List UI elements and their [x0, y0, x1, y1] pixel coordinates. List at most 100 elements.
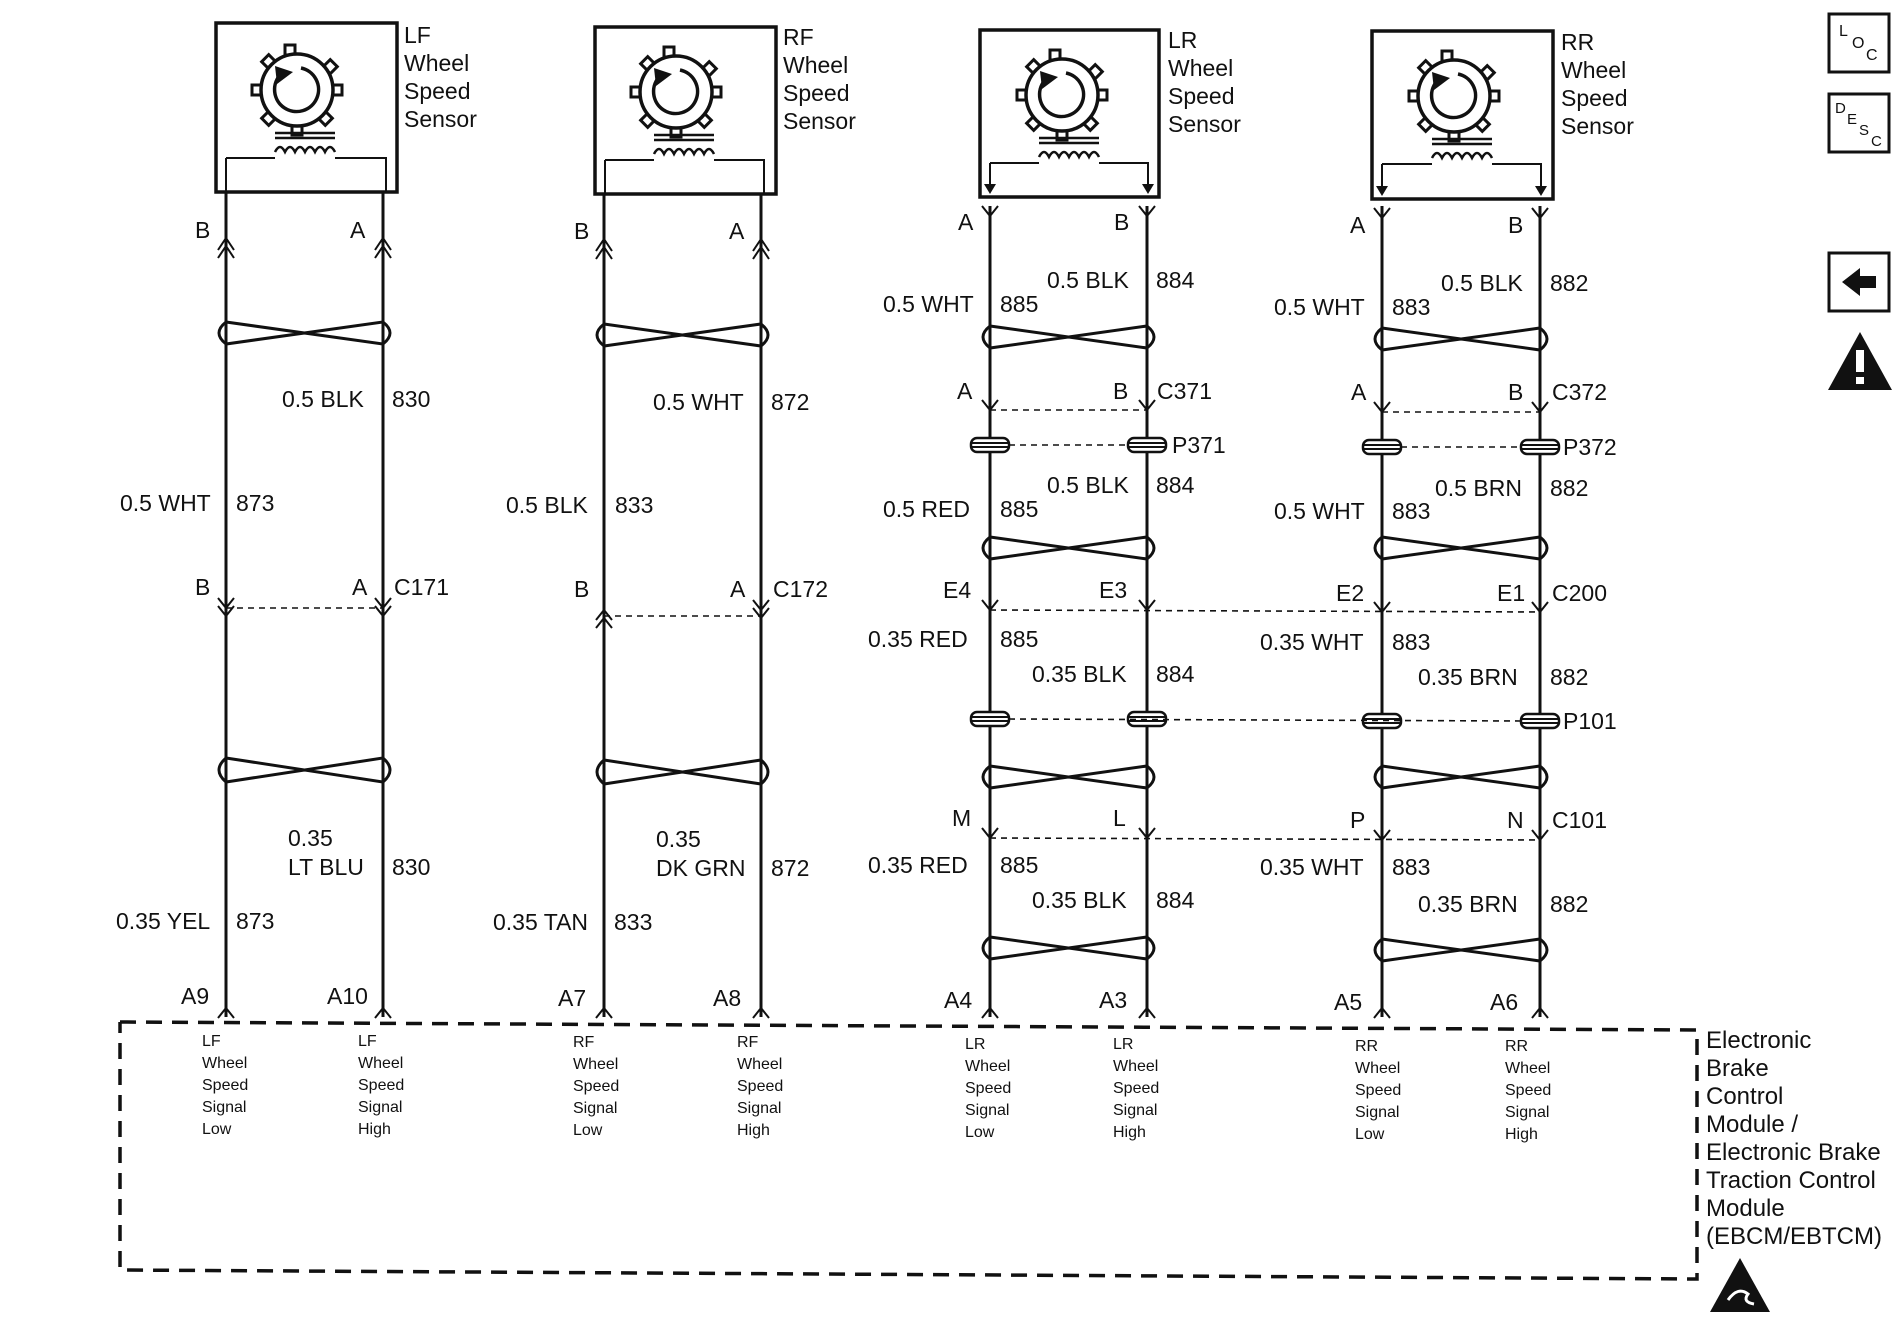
gear-sensor-icon [1015, 48, 1109, 142]
svg-text:Speed: Speed [965, 1080, 1011, 1097]
twisted-pair-icon [595, 322, 770, 348]
warning-icon[interactable] [1828, 332, 1892, 390]
svg-text:833: 833 [615, 492, 653, 518]
svg-text:C372: C372 [1552, 379, 1607, 405]
coil-icon [273, 131, 337, 154]
inline-connector-p372: P372 [1361, 434, 1617, 460]
svg-text:884: 884 [1156, 267, 1195, 293]
twisted-pair-icon [981, 324, 1156, 350]
inline-connector-p101: P101 [1008, 708, 1617, 734]
svg-text:Wheel: Wheel [1113, 1058, 1158, 1075]
back-arrow-button[interactable] [1827, 251, 1891, 313]
svg-text:882: 882 [1550, 270, 1588, 296]
svg-text:C200: C200 [1552, 580, 1607, 606]
svg-text:C172: C172 [773, 576, 828, 602]
svg-text:0.5 BLK: 0.5 BLK [1441, 270, 1523, 296]
sensor-label: RR [1561, 29, 1594, 55]
svg-text:0.5 BLK: 0.5 BLK [1047, 472, 1129, 498]
svg-text:Speed: Speed [783, 80, 850, 106]
terminal-label: B [195, 217, 210, 243]
connector-c372: A B C372 [1351, 379, 1607, 414]
svg-text:0.35 BRN: 0.35 BRN [1418, 891, 1518, 917]
desc-button[interactable]: D E S C [1827, 92, 1891, 154]
svg-text:833: 833 [614, 909, 652, 935]
svg-text:B: B [195, 574, 210, 600]
svg-text:RR: RR [1505, 1038, 1528, 1055]
svg-text:C101: C101 [1552, 807, 1607, 833]
svg-text:885: 885 [1000, 852, 1038, 878]
svg-text:P101: P101 [1563, 708, 1617, 734]
svg-text:0.35: 0.35 [656, 826, 701, 852]
svg-text:0.35 WHT: 0.35 WHT [1260, 854, 1364, 880]
svg-text:Electronic Brake: Electronic Brake [1706, 1139, 1881, 1166]
esd-icon [1710, 1258, 1770, 1312]
svg-text:Speed: Speed [573, 1078, 619, 1095]
svg-text:Signal: Signal [1113, 1102, 1157, 1119]
module-pin-labels: A9 A10 A7 A8 A4 A3 A5 A6 [181, 983, 1549, 1019]
twisted-pair-icon [981, 764, 1156, 790]
svg-text:Signal: Signal [965, 1102, 1009, 1119]
svg-text:0.5 BRN: 0.5 BRN [1435, 475, 1522, 501]
svg-text:Speed: Speed [1355, 1082, 1401, 1099]
svg-text:E4: E4 [943, 577, 971, 603]
connector-c101: P N C101 [989, 807, 1607, 842]
svg-text:885: 885 [1000, 496, 1038, 522]
svg-text:0.35 RED: 0.35 RED [868, 852, 968, 878]
lf-circuit: B A 0.5 BLK 830 0.5 WHT 873 B A C171 0.3… [116, 192, 449, 1017]
inline-connector-p371: P371 [969, 432, 1226, 458]
svg-text:M: M [952, 805, 971, 831]
svg-text:Brake: Brake [1706, 1055, 1769, 1082]
ebcm-module [118, 1020, 1699, 1281]
svg-text:Speed: Speed [1561, 85, 1628, 111]
svg-text:Wheel: Wheel [1355, 1060, 1400, 1077]
svg-text:830: 830 [392, 386, 430, 412]
svg-text:E3: E3 [1099, 577, 1127, 603]
svg-text:Signal: Signal [202, 1099, 246, 1116]
svg-text:Sensor: Sensor [404, 106, 477, 132]
svg-text:882: 882 [1550, 664, 1588, 690]
svg-text:L: L [1839, 23, 1848, 40]
svg-text:885: 885 [1000, 291, 1038, 317]
twisted-pair-icon [217, 756, 392, 784]
svg-text:B: B [1508, 379, 1523, 405]
svg-text:A: A [957, 378, 973, 404]
terminal-label: A [729, 218, 745, 244]
svg-text:Speed: Speed [1168, 83, 1235, 109]
svg-text:884: 884 [1156, 472, 1195, 498]
svg-text:Speed: Speed [737, 1078, 783, 1095]
svg-text:A: A [352, 574, 368, 600]
rr-circuit: A B 0.5 BLK 882 0.5 WHT 883 A B C372 P37… [989, 206, 1617, 1017]
svg-text:0.35: 0.35 [288, 825, 333, 851]
svg-text:Wheel: Wheel [1561, 57, 1626, 83]
svg-text:0.5 RED: 0.5 RED [883, 496, 970, 522]
svg-text:Wheel: Wheel [573, 1056, 618, 1073]
lf-sensor: LF Wheel Speed Sensor [214, 21, 477, 194]
svg-text:A9: A9 [181, 983, 209, 1009]
svg-text:Sensor: Sensor [1561, 113, 1634, 139]
terminal-label: A [958, 209, 974, 235]
svg-text:0.5 WHT: 0.5 WHT [883, 291, 974, 317]
lr-sensor: LR Wheel Speed Sensor [978, 27, 1241, 199]
svg-text:Sensor: Sensor [783, 108, 856, 134]
svg-text:E: E [1847, 111, 1857, 128]
svg-text:0.5 BLK: 0.5 BLK [1047, 267, 1129, 293]
svg-text:High: High [737, 1122, 770, 1139]
svg-text:0.35 RED: 0.35 RED [868, 626, 968, 652]
svg-text:P372: P372 [1563, 434, 1617, 460]
back-arrow-icon [1842, 268, 1876, 296]
svg-text:A10: A10 [327, 983, 368, 1009]
svg-text:N: N [1507, 807, 1524, 833]
svg-text:LR: LR [1113, 1036, 1133, 1053]
svg-text:884: 884 [1156, 887, 1195, 913]
svg-text:873: 873 [236, 490, 274, 516]
svg-text:873: 873 [236, 908, 274, 934]
twisted-pair-icon [217, 320, 392, 346]
coil-icon [1037, 136, 1101, 159]
svg-text:(EBCM/EBTCM): (EBCM/EBTCM) [1706, 1223, 1882, 1250]
svg-text:Low: Low [202, 1121, 232, 1138]
svg-text:883: 883 [1392, 629, 1430, 655]
svg-text:DK GRN: DK GRN [656, 855, 745, 881]
loc-button[interactable]: L O C [1827, 12, 1891, 74]
svg-text:872: 872 [771, 855, 809, 881]
